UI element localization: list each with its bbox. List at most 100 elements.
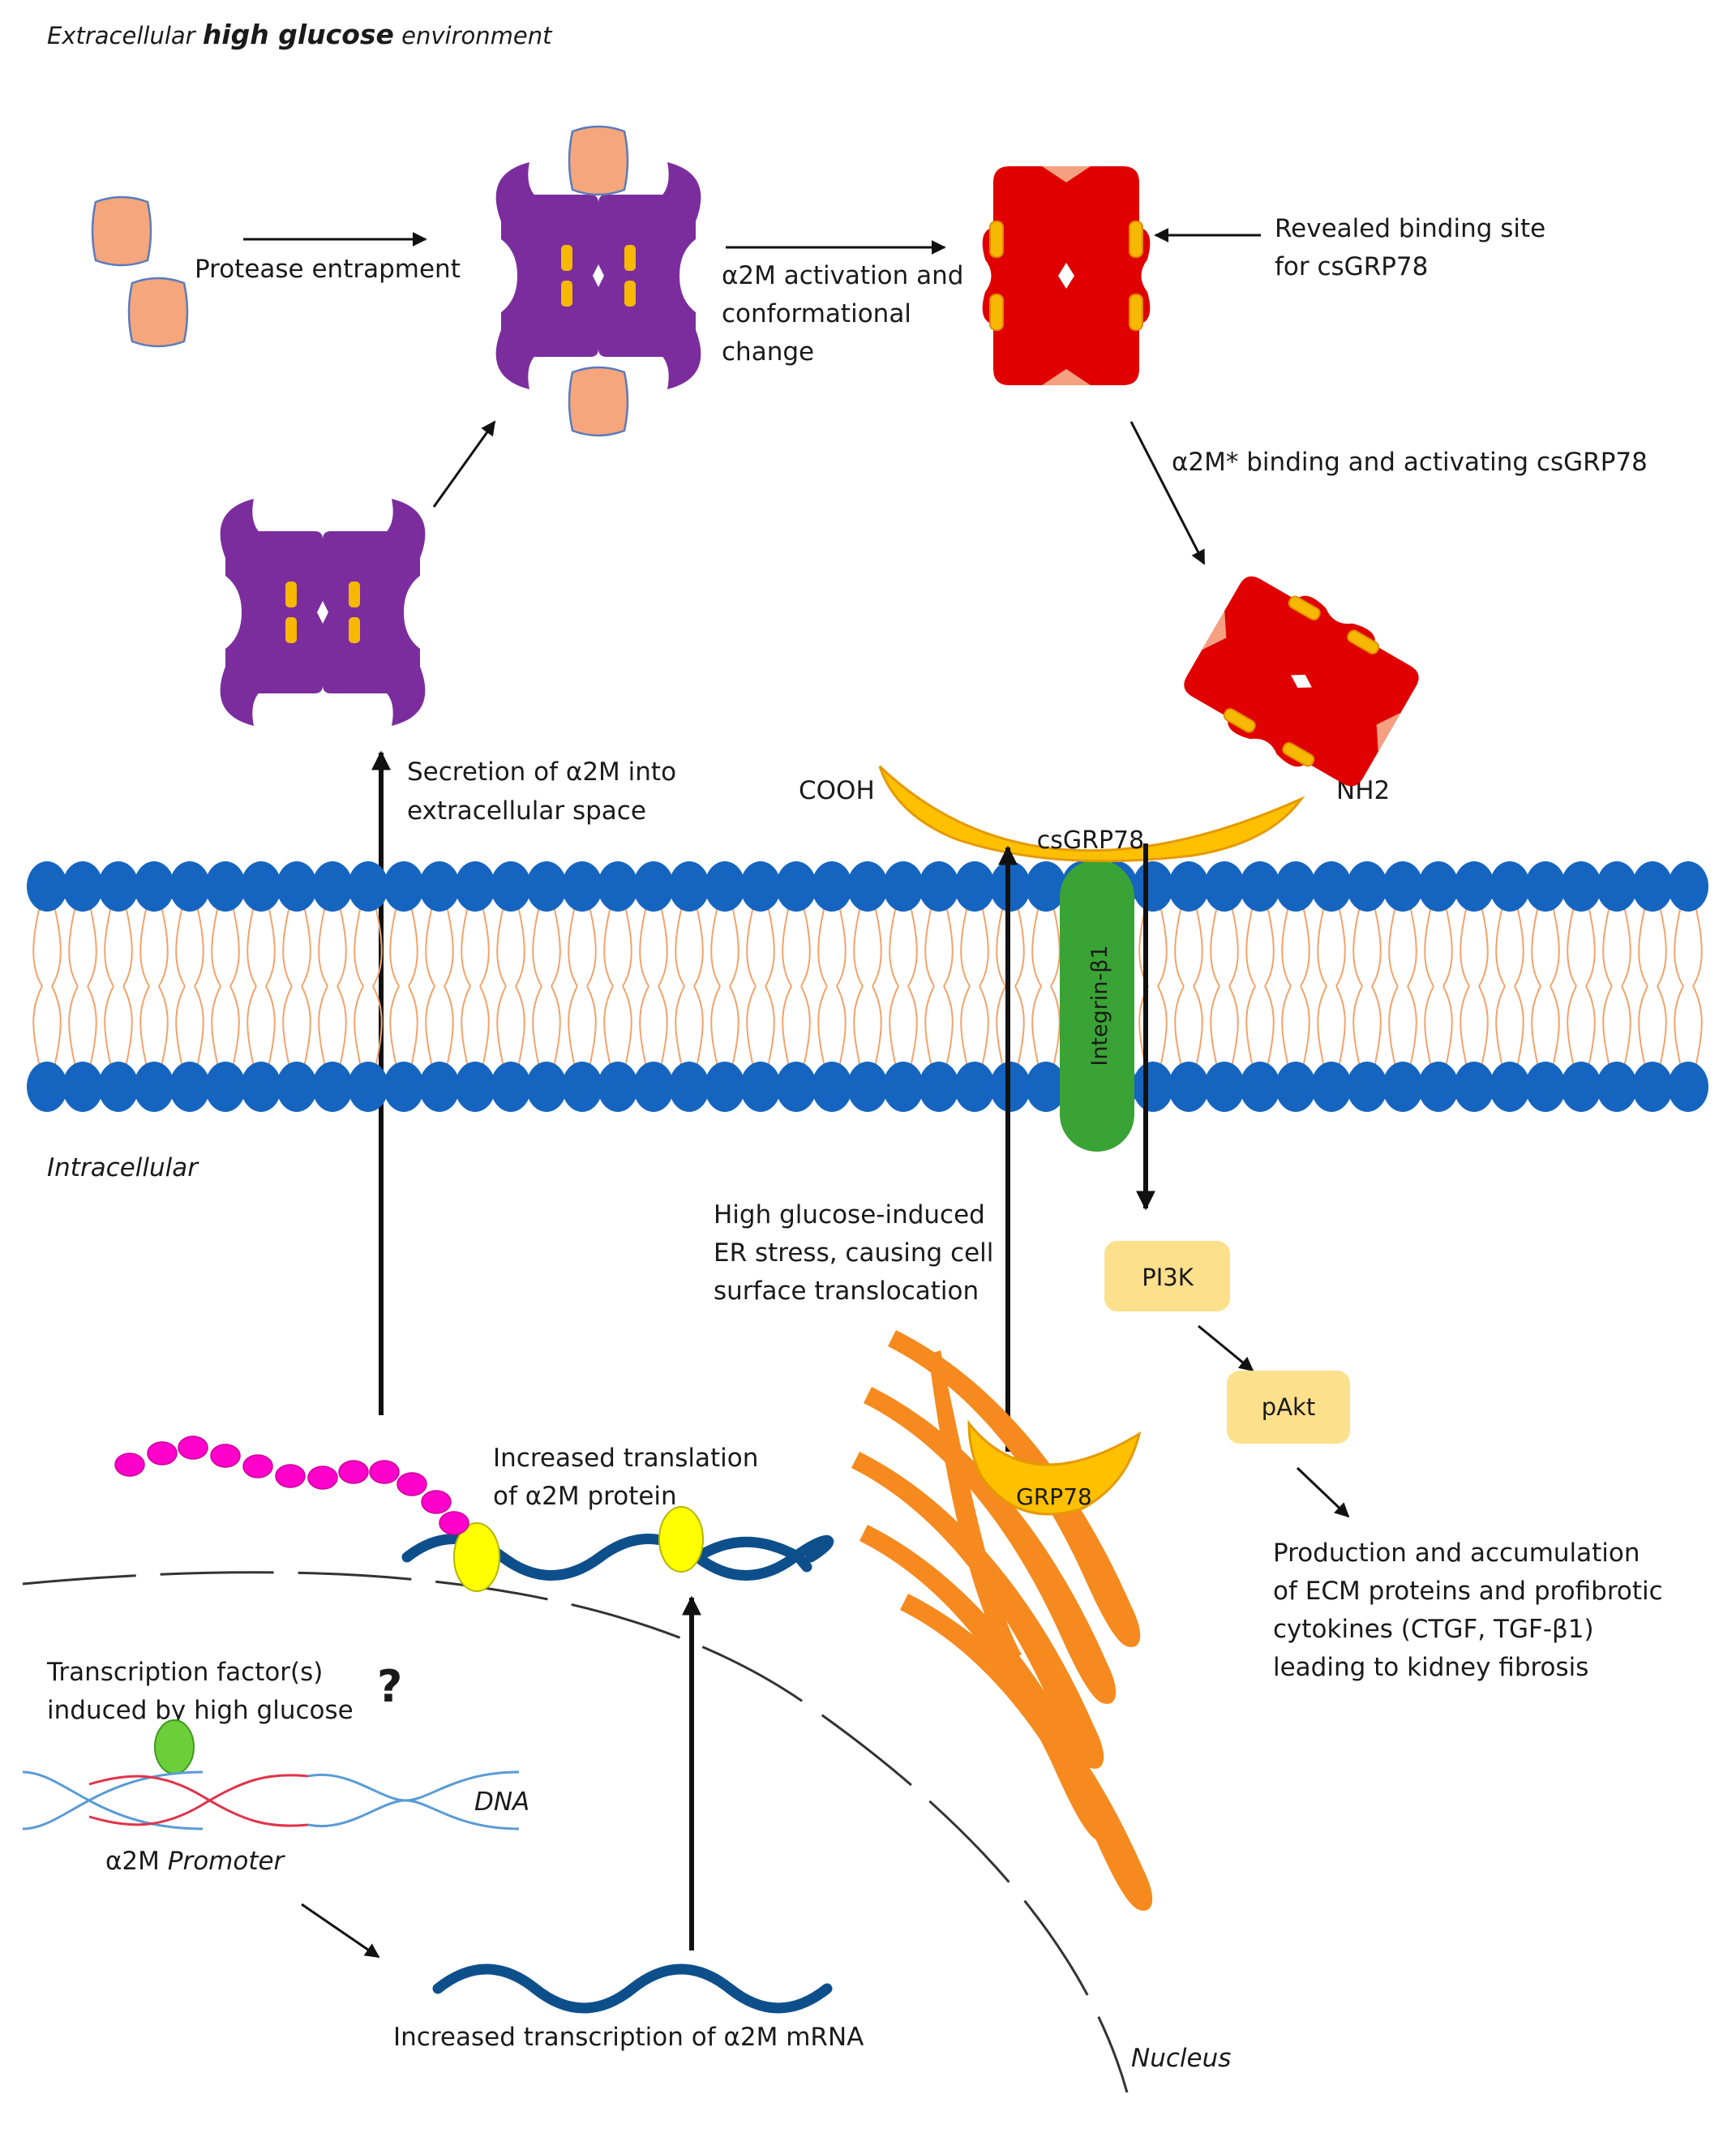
lipid-head-outer [598,861,638,912]
lipid-head-outer [1240,861,1280,912]
lipid-head-inner [1561,1062,1601,1112]
label-transcription: Increased transcription of α2M mRNA [393,2023,864,2052]
label-cooh: COOH [799,776,875,805]
label-er-stress-3: surface translocation [714,1277,979,1306]
label-tf-2: induced by high glucose [47,1696,354,1725]
lipid-head-inner [1632,1062,1673,1112]
lipid-head-outer [348,861,388,912]
lipid-tail [782,902,811,1071]
lipid-head-outer [776,861,817,912]
lipid-tail [211,902,240,1071]
lipid-head-inner [134,1062,174,1112]
lipid-tail [889,902,918,1071]
lipid-head-outer [1632,861,1673,912]
lipid-tail [1531,902,1560,1071]
lipid-head-inner [847,1062,888,1112]
arrow-promoter-to-transcription [301,1903,380,1959]
lipid-head-outer [62,861,103,912]
lipid-head-inner [598,1062,638,1112]
lipid-head-inner [491,1062,531,1112]
protease-free-1 [91,195,152,267]
label-activation-3: change [722,337,814,367]
lipid-tail [1174,902,1203,1071]
label-tf-1: Transcription factor(s) [46,1658,323,1687]
lipid-head-inner [205,1062,246,1112]
lipid-head-outer [919,861,959,912]
lipid-tail [1495,902,1524,1071]
lipid-head-outer [847,861,888,912]
lipid-head-inner [776,1062,817,1112]
label-translation-1: Increased translation [493,1444,758,1473]
protease-entrapped-bottom [568,366,629,437]
lipid-head-outer [1275,861,1316,912]
label-promoter: α2M Promoter [105,1847,286,1876]
lipid-tail [960,902,989,1071]
lipid-head-outer [241,861,281,912]
lipid-head-outer [883,861,924,912]
lipid-head-inner [312,1062,353,1112]
lipid-tail [639,902,668,1071]
lipid-head-outer [705,861,745,912]
lipid-head-inner [1454,1062,1494,1112]
lipid-head-inner [883,1062,924,1112]
lipid-head-outer [1168,861,1209,912]
lipid-tail [710,902,739,1071]
grp78-crescent [967,1419,1142,1516]
a2m-native [220,499,426,726]
lipid-head-outer [1561,861,1601,912]
header-bold: high glucose [203,19,394,50]
label-protease-entrapment: Protease entrapment [195,255,461,284]
label-grp78: GRP78 [1016,1483,1092,1510]
arrow-a2m-to-complex [432,420,496,508]
lipid-head-inner [1168,1062,1209,1112]
label-activation-2: conformational [722,299,911,328]
label-binding-site-2: for csGRP78 [1275,252,1428,281]
label-binding-activating: α2M* binding and activating csGRP78 [1172,448,1648,477]
lipid-head-inner [1133,1062,1173,1112]
a2m-activated [983,166,1151,385]
header-prefix: Extracellular [47,22,203,49]
label-outcome-4: leading to kidney fibrosis [1273,1653,1588,1682]
lipid-tail [817,902,847,1071]
lipid-head-outer [419,861,460,912]
lipid-head-outer [562,861,602,912]
lipid-tail [532,902,561,1071]
protease-entrapped-top [568,125,629,196]
endoplasmic-reticulum [851,1330,1153,1911]
lipid-tail [853,902,882,1071]
a2m-protease-complex [495,162,701,389]
lipid-head-inner [1240,1062,1280,1112]
mrna-transcribed [432,1963,833,2014]
lipid-head-inner [1418,1062,1459,1112]
lipid-head-inner [1382,1062,1423,1112]
lipid-head-outer [669,861,709,912]
lipid-tail [425,902,454,1071]
pi3k-box [1104,1241,1230,1311]
label-translation-2: of α2M protein [493,1482,677,1511]
lipid-head-outer [633,861,674,912]
lipid-tail [1567,902,1596,1071]
label-nucleus: Nucleus [1131,2044,1231,2073]
lipid-head-inner [562,1062,602,1112]
lipid-head-inner [276,1062,317,1112]
lipid-head-inner [419,1062,460,1112]
lipid-tail [603,902,632,1071]
lipid-head-inner [1597,1062,1637,1112]
label-binding-site-1: Revealed binding site [1275,214,1545,243]
lipid-tail [1245,902,1275,1071]
lipid-tail [496,902,525,1071]
header-title: Extracellular high glucose environment [47,19,553,50]
lipid-head-outer [205,861,246,912]
label-pi3k: PI3K [1142,1264,1194,1291]
label-integrin: Integrin-β1 [1087,945,1112,1066]
label-promoter-prefix: α2M [105,1847,168,1876]
lipid-tail [996,902,1025,1071]
lipid-head-outer [491,861,531,912]
lipid-tail [1031,902,1061,1071]
lipid-tail [924,902,954,1071]
lipid-tail [746,902,775,1071]
lipid-head-outer [526,861,567,912]
lipid-head-inner [98,1062,139,1112]
dna-helix [22,1770,520,1830]
protease-free-2 [127,277,189,348]
